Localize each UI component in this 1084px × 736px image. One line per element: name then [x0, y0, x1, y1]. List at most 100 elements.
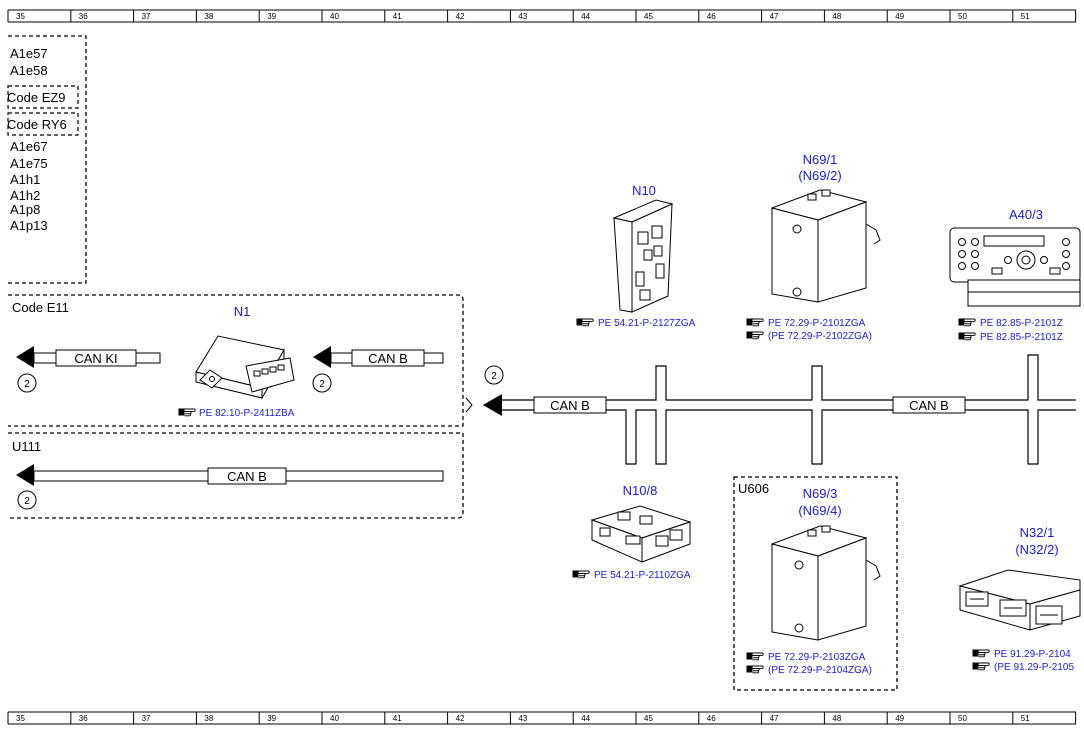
a40-3-ref[interactable]: PE 82.85-P-2101Z: [980, 318, 1063, 329]
arrow-left-icon: [16, 464, 34, 486]
legend-item-a1e58: A1e58: [10, 63, 48, 78]
n69-3-unit-drawing: [770, 525, 881, 641]
ruler-bottom-label: 41: [393, 714, 402, 723]
main-can-b-bus: CAN B CAN B 2: [483, 354, 1076, 465]
svg-text:2: 2: [491, 371, 497, 382]
n10-8-label: N10/8: [623, 483, 658, 498]
hand-pointer-icon: [572, 570, 590, 579]
ruler-top-label: 51: [1021, 12, 1030, 21]
code-e11-title: Code E11: [12, 300, 69, 315]
code-ry6-label: Code RY6: [7, 117, 67, 132]
n10-module[interactable]: N10 PE 54.21-P-2127ZGA: [576, 183, 696, 329]
hand-pointer-icon: [958, 332, 976, 341]
ruler-bottom-label: 37: [142, 714, 151, 723]
reference-marker: [17, 490, 37, 510]
n10-8-module[interactable]: N10/8 PE 54.21-P-2110ZGA: [572, 483, 692, 581]
ruler-top-label: 42: [456, 12, 465, 21]
u606-title: U606: [738, 481, 769, 496]
u606-group: U606: [733, 476, 898, 691]
n1-module[interactable]: N1 PE 82.10-P-2411ZBA: [178, 304, 295, 419]
arrow-left-icon: [16, 346, 34, 368]
a40-3-label: A40/3: [1009, 207, 1043, 222]
legend-item-a1e75: A1e75: [10, 156, 48, 171]
legend-item-a1h1: A1h1: [10, 172, 40, 187]
n69-2-label: (N69/2): [798, 168, 841, 183]
reference-marker: [17, 373, 37, 393]
n69-1-unit-drawing: [770, 189, 881, 303]
a40-3-unit-drawing: [949, 227, 1081, 307]
svg-text:2: 2: [319, 379, 325, 390]
ruler-bottom-label: 36: [79, 714, 88, 723]
n10-unit-drawing: [612, 199, 674, 313]
n10-8-ref[interactable]: PE 54.21-P-2110ZGA: [594, 570, 691, 581]
a40-3-module[interactable]: A40/3 PE 82.85-P-2101Z PE 82.85-P-2101Z: [949, 207, 1081, 343]
n32-1-unit-drawing: [958, 569, 1081, 631]
n10-ref[interactable]: PE 54.21-P-2127ZGA: [598, 318, 696, 329]
a40-3-ref-2[interactable]: PE 82.85-P-2101Z: [980, 332, 1063, 343]
ruler-bottom-label: 48: [832, 714, 841, 723]
n69-4-ref[interactable]: (PE 72.29-P-2104ZGA): [768, 665, 872, 676]
ruler-top-label: 48: [832, 12, 841, 21]
ruler-bottom-label: 45: [644, 714, 653, 723]
n69-4-label: (N69/4): [798, 503, 841, 518]
hand-pointer-icon: [576, 318, 594, 327]
ruler-top-label: 45: [644, 12, 653, 21]
n32-1-module[interactable]: N32/1 (N32/2) PE 91.29-P-2104 (PE 91.29-…: [958, 525, 1081, 673]
can-ki-label: CAN KI: [74, 351, 117, 366]
ruler-bottom-label: 47: [770, 714, 779, 723]
n69-1-label: N69/1: [803, 152, 838, 167]
legend-item-a1e57: A1e57: [10, 46, 48, 61]
n1-label: N1: [234, 304, 251, 319]
hand-pointer-icon: [178, 408, 196, 417]
hand-pointer-icon: [746, 652, 764, 661]
code-ez9-label: Code EZ9: [7, 90, 66, 105]
ruler-bottom-label: 51: [1021, 714, 1030, 723]
n69-1-module[interactable]: N69/1 (N69/2) PE 72.29-P-2101ZGA (PE 72.…: [746, 152, 881, 342]
ruler-top-label: 36: [79, 12, 88, 21]
legend-box: A1e57 A1e58 Code EZ9 Code RY6 A1e67 A1e7…: [7, 35, 87, 284]
ruler-bottom-label: 39: [267, 714, 276, 723]
n1-unit-drawing: [195, 335, 295, 400]
ruler-bottom-label: 46: [707, 714, 716, 723]
arrow-left-icon: [313, 346, 331, 368]
n32-2-label: (N32/2): [1015, 542, 1058, 557]
hand-pointer-icon: [746, 318, 764, 327]
n69-1-ref[interactable]: PE 72.29-P-2101ZGA: [768, 318, 866, 329]
ruler-bottom-label: 40: [330, 714, 339, 723]
n69-2-ref[interactable]: (PE 72.29-P-2102ZGA): [768, 331, 872, 342]
n32-1-label: N32/1: [1020, 525, 1055, 540]
can-ki-connection: CAN KI 2: [16, 346, 161, 393]
ruler-bottom-label: 50: [958, 714, 967, 723]
ruler-top-label: 50: [958, 12, 967, 21]
n69-3-ref[interactable]: PE 72.29-P-2103ZGA: [768, 652, 866, 663]
ruler-bottom-label: 38: [204, 714, 213, 723]
ruler-top-label: 40: [330, 12, 339, 21]
main-can-b-label-right: CAN B: [909, 398, 949, 413]
n32-1-ref[interactable]: PE 91.29-P-2104: [994, 649, 1071, 660]
n69-3-label: N69/3: [803, 486, 838, 501]
u111-title: U111: [12, 439, 41, 454]
ruler-top: [8, 9, 1076, 23]
hand-pointer-icon: [958, 318, 976, 327]
ruler-top-label: 35: [16, 12, 25, 21]
n1-ref[interactable]: PE 82.10-P-2411ZBA: [199, 408, 295, 419]
ruler-top-label: 39: [267, 12, 276, 21]
group-bracket: [465, 397, 473, 413]
legend-item-a1h2: A1h2: [10, 188, 40, 203]
ruler-top-label: 38: [204, 12, 213, 21]
ruler-top-label: 37: [142, 12, 151, 21]
n69-3-module[interactable]: N69/3 (N69/4) PE 72.29-P-2103ZGA (PE 72.…: [746, 486, 881, 676]
reference-marker: [312, 373, 332, 393]
ruler-top-label: 49: [895, 12, 904, 21]
n10-label: N10: [632, 183, 656, 198]
u111-can-b-label: CAN B: [227, 469, 267, 484]
main-can-b-label-left: CAN B: [550, 398, 590, 413]
code-ez9-box: [7, 85, 79, 109]
ruler-bottom-label: 35: [16, 714, 25, 723]
n32-2-ref[interactable]: (PE 91.29-P-2105: [994, 662, 1074, 673]
hand-pointer-icon: [972, 649, 990, 658]
ruler-top-label: 41: [393, 12, 402, 21]
arrow-left-icon: [483, 394, 502, 416]
legend-item-a1e67: A1e67: [10, 139, 48, 154]
